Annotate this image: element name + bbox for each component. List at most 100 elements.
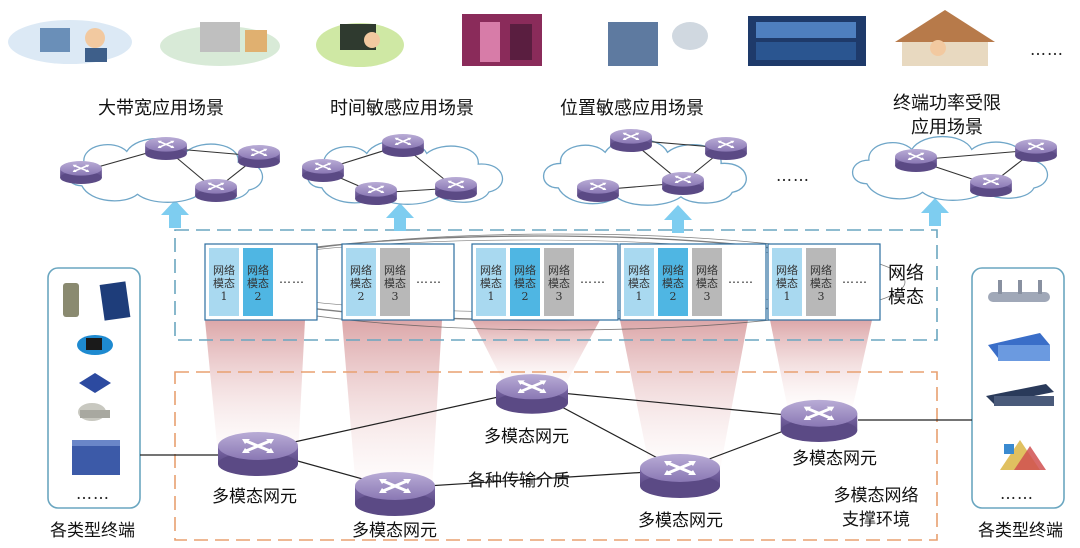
right-terminal-label: 各类型终端 bbox=[978, 521, 1063, 541]
scenario-label-time-sensitive: 时间敏感应用场景 bbox=[330, 98, 474, 119]
support-env-line1: 多模态网络 bbox=[833, 486, 919, 506]
modal-groups bbox=[204, 243, 881, 321]
modal-group-ellipsis: …… bbox=[416, 272, 442, 286]
ne-label-5: 多模态网元 bbox=[792, 449, 877, 469]
beam-5 bbox=[770, 320, 872, 410]
modal-group-ellipsis: …… bbox=[580, 272, 606, 286]
ne-label-4: 多模态网元 bbox=[638, 511, 723, 531]
modal-module-num: 3 bbox=[391, 290, 399, 303]
modal-module-line1: 网络 bbox=[213, 264, 235, 277]
ne-router-1 bbox=[218, 430, 298, 476]
modal-module-num: 2 bbox=[521, 290, 529, 303]
transmission-medium-label: 各种传输介质 bbox=[468, 471, 570, 491]
modal-module bbox=[692, 248, 722, 316]
modal-module bbox=[806, 248, 836, 316]
ne-router-4 bbox=[640, 452, 720, 498]
modal-module bbox=[772, 248, 802, 316]
beam-3 bbox=[472, 320, 600, 385]
modal-module-line1: 网络 bbox=[628, 264, 650, 277]
modal-module-num: 2 bbox=[669, 290, 677, 303]
top-ellipsis: …… bbox=[1030, 40, 1064, 59]
modal-module-line2: 模态 bbox=[514, 277, 536, 290]
cloud-ellipsis: …… bbox=[776, 166, 810, 185]
modal-module bbox=[209, 248, 239, 316]
left-terminal-icons bbox=[63, 281, 131, 475]
left-terminal-ellipsis: …… bbox=[76, 484, 110, 503]
modal-module-num: 2 bbox=[357, 290, 365, 303]
beam-1 bbox=[205, 320, 305, 455]
modal-module-line1: 网络 bbox=[696, 264, 718, 277]
modal-module-line2: 模态 bbox=[628, 277, 650, 290]
support-env-label: 多模态网络 支撑环境 bbox=[818, 484, 934, 532]
ne-label-3: 多模态网元 bbox=[352, 521, 437, 541]
network-modal-line2: 模态 bbox=[888, 287, 924, 308]
support-env-line2: 支撑环境 bbox=[842, 510, 910, 530]
right-terminal-panel bbox=[971, 267, 1065, 509]
ne-label-1: 多模态网元 bbox=[212, 487, 297, 507]
modal-module-line2: 模态 bbox=[776, 277, 798, 290]
scenario-label-power-limited: 终端功率受限 应用场景 bbox=[882, 92, 1012, 140]
modal-module bbox=[243, 248, 273, 316]
modal-module-line1: 网络 bbox=[480, 264, 502, 277]
beam-4 bbox=[620, 320, 748, 470]
modal-module-num: 3 bbox=[703, 290, 711, 303]
scenario-label-power-line1: 终端功率受限 bbox=[893, 93, 1001, 114]
modal-module-num: 3 bbox=[817, 290, 825, 303]
up-arrows bbox=[161, 198, 949, 233]
ne-label-2: 多模态网元 bbox=[484, 427, 569, 447]
modal-module bbox=[624, 248, 654, 316]
modal-module-num: 1 bbox=[487, 290, 495, 303]
ne-router-2 bbox=[496, 372, 568, 414]
left-terminal-label: 各类型终端 bbox=[50, 521, 135, 541]
modal-module-line1: 网络 bbox=[384, 264, 406, 277]
modal-module-line2: 模态 bbox=[480, 277, 502, 290]
modal-module-line1: 网络 bbox=[247, 264, 269, 277]
modal-module-line1: 网络 bbox=[776, 264, 798, 277]
modal-module-line2: 模态 bbox=[350, 277, 372, 290]
modal-module bbox=[380, 248, 410, 316]
modal-group-ellipsis: …… bbox=[728, 272, 754, 286]
support-env-frame bbox=[174, 371, 938, 541]
scenario-label-bandwidth: 大带宽应用场景 bbox=[98, 98, 224, 119]
modal-module bbox=[476, 248, 506, 316]
modal-module-num: 1 bbox=[220, 290, 228, 303]
modal-module-line2: 模态 bbox=[247, 277, 269, 290]
network-modal-line1: 网络 bbox=[888, 263, 924, 284]
right-terminal-icons bbox=[986, 280, 1054, 470]
modal-module-num: 3 bbox=[555, 290, 563, 303]
modal-group-ellipsis: …… bbox=[279, 272, 305, 286]
modal-module bbox=[544, 248, 574, 316]
modal-module-line2: 模态 bbox=[384, 277, 406, 290]
modal-module bbox=[346, 248, 376, 316]
ne-router-3 bbox=[355, 470, 435, 516]
modal-module-line2: 模态 bbox=[696, 277, 718, 290]
modal-module-line1: 网络 bbox=[548, 264, 570, 277]
scenario-pictures bbox=[8, 10, 995, 67]
beam-2 bbox=[342, 320, 442, 490]
modal-module-line2: 模态 bbox=[213, 277, 235, 290]
modal-module-line2: 模态 bbox=[810, 277, 832, 290]
modal-module-line1: 网络 bbox=[662, 264, 684, 277]
modal-module bbox=[658, 248, 688, 316]
right-terminal-ellipsis: …… bbox=[1000, 484, 1034, 503]
modal-module-num: 1 bbox=[783, 290, 791, 303]
modal-group-ellipsis: …… bbox=[842, 272, 868, 286]
modal-layer-frame bbox=[174, 229, 938, 341]
modal-module-line1: 网络 bbox=[514, 264, 536, 277]
modal-module-num: 2 bbox=[254, 290, 262, 303]
modal-module bbox=[510, 248, 540, 316]
modal-module-line2: 模态 bbox=[548, 277, 570, 290]
scenario-label-power-line2: 应用场景 bbox=[911, 117, 983, 138]
